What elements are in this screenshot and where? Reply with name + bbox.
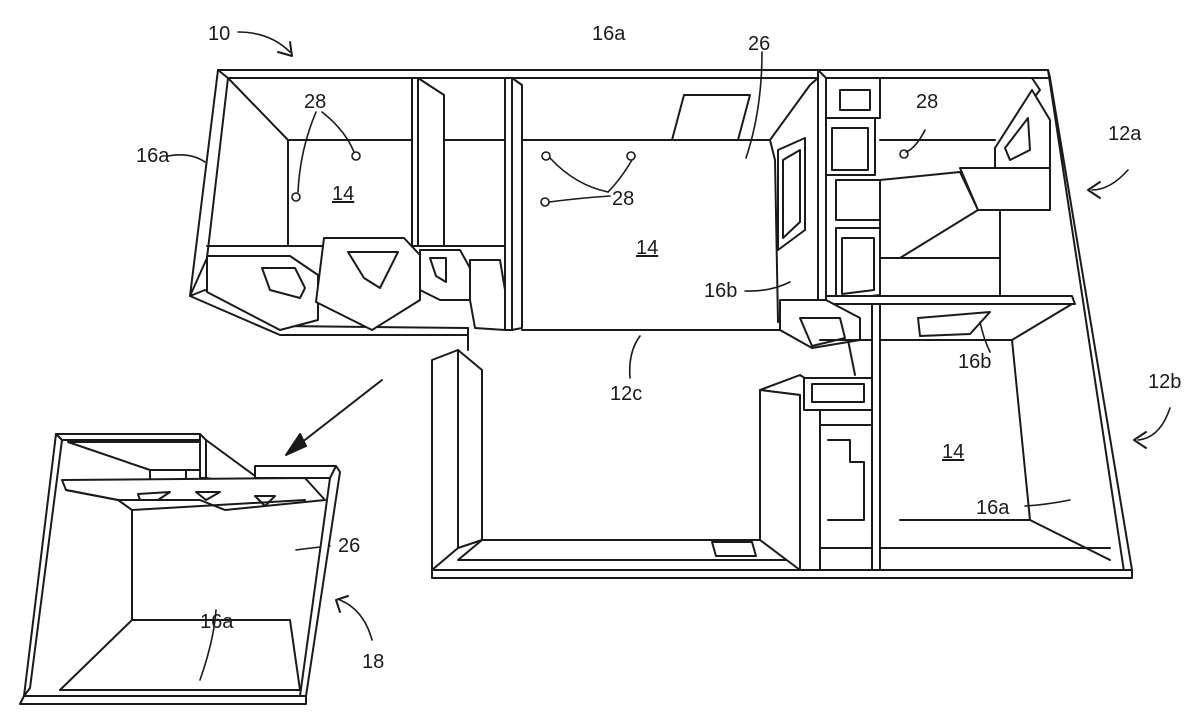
emitter-icon (541, 151, 551, 161)
label-14-right: 14 (942, 441, 964, 463)
emitter-icon (351, 151, 361, 161)
label-16a-top: 16a (592, 23, 626, 45)
label-10: 10 (208, 23, 230, 45)
leader-lines (167, 51, 1071, 681)
label-28-center: 28 (612, 188, 634, 210)
label-26-detail: 26 (338, 535, 360, 557)
label-14-left: 14 (332, 183, 354, 205)
arrows (237, 31, 1171, 641)
label-28-left: 28 (304, 91, 326, 113)
label-26-top: 26 (748, 33, 770, 55)
label-14-center: 14 (636, 237, 658, 259)
label-16a-detail: 16a (200, 611, 234, 633)
label-18: 18 (362, 651, 384, 673)
label-16b-center: 16b (704, 280, 737, 302)
building-structure (189, 69, 1133, 579)
label-16a-left: 16a (136, 145, 170, 167)
label-12a: 12a (1108, 123, 1142, 145)
emitter-icon (626, 151, 636, 161)
label-28-right: 28 (916, 91, 938, 113)
detail-room (19, 433, 341, 705)
label-16b-right: 16b (958, 351, 991, 373)
label-12c: 12c (610, 383, 642, 405)
label-12b: 12b (1148, 371, 1181, 393)
reference-labels: 10 16a 26 16a 28 14 28 14 16b 28 12a 12c… (136, 23, 1181, 673)
emitter-icon (540, 197, 550, 207)
emitter-icon (291, 192, 301, 202)
emitters (291, 149, 909, 207)
label-16a-right: 16a (976, 497, 1010, 519)
